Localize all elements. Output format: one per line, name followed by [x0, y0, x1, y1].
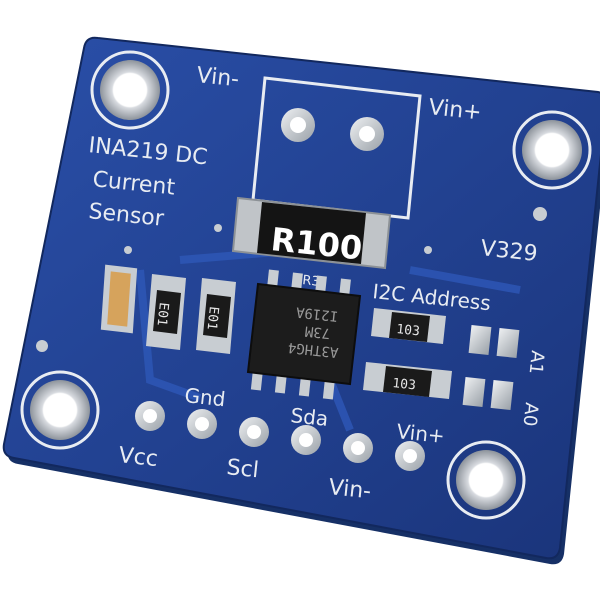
ina219-chip: A3THG4 73M I219A: [246, 269, 362, 400]
mounting-hole-top-right: [512, 110, 592, 190]
smd-e01-2-label: E01: [204, 306, 221, 331]
header-pins: [135, 401, 425, 471]
version-label: V329: [479, 236, 538, 267]
pin-vcc-label: Vcc: [117, 443, 159, 472]
pin-sda-pad: [291, 425, 321, 455]
resistor-103-top: 103: [371, 308, 446, 344]
resistor-103-bottom: 103: [363, 362, 452, 399]
pin-scl-label: Scl: [225, 455, 260, 483]
vias: [36, 207, 547, 352]
vin-minus-top-label: Vin-: [195, 63, 240, 92]
resistor-103-top-label: 103: [396, 322, 421, 339]
smd-component-e01-1: E01: [146, 274, 186, 350]
smd-e01-1-label: E01: [154, 302, 171, 327]
mounting-hole-bottom-right: [446, 440, 526, 520]
address-jumper-pads: [462, 325, 520, 410]
address-a0-label: A0: [519, 401, 542, 427]
resistor-103-bottom-label: 103: [392, 376, 417, 393]
vin-minus-terminal-pad: [281, 108, 315, 142]
pin-vcc-pad: [135, 401, 165, 431]
chip-marking-line2: 73M: [304, 323, 331, 342]
shunt-reference-label: R3: [302, 273, 321, 290]
terminal-outline: [251, 76, 422, 220]
mounting-hole-bottom-left: [20, 370, 100, 450]
mounting-hole-top-left: [90, 50, 170, 130]
pin-vin-minus-label: Vin-: [327, 475, 372, 504]
address-a1-label: A1: [525, 349, 548, 375]
vin-plus-top-label: Vin+: [427, 95, 482, 125]
pin-vin-plus-pad: [395, 441, 425, 471]
chip-marking-line3: I219A: [295, 303, 339, 323]
chip-marking-line1: A3THG4: [287, 339, 339, 360]
tan-capacitor: [100, 264, 138, 334]
smd-component-e01-2: E01: [196, 278, 236, 354]
pin-vin-plus-label: Vin+: [395, 419, 445, 448]
pin-sda-label: Sda: [289, 403, 329, 431]
pin-scl-pad: [239, 417, 269, 447]
pin-vin-minus-pad: [343, 433, 373, 463]
pin-gnd-pad: [187, 409, 217, 439]
vin-plus-terminal-pad: [350, 117, 384, 151]
pin-gnd-label: Gnd: [183, 383, 226, 411]
